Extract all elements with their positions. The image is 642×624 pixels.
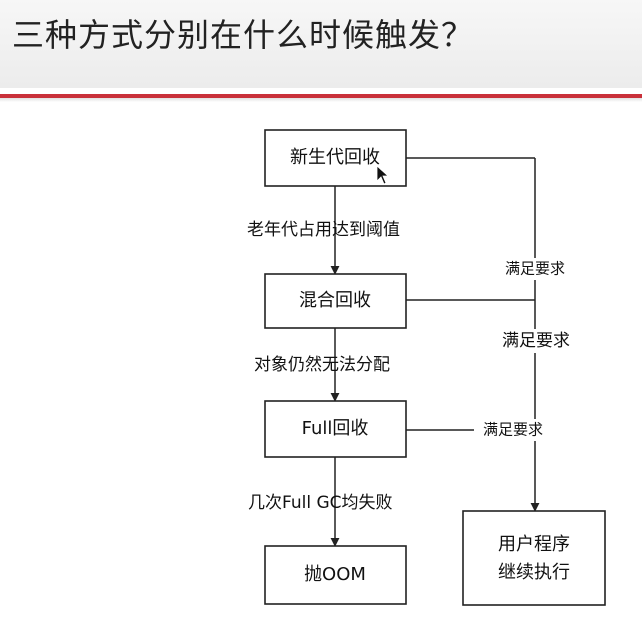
mouse-cursor-icon <box>376 165 390 185</box>
young-gc-label: 新生代回收 <box>290 147 380 168</box>
title-divider <box>0 94 642 98</box>
edge-label-full-to-oom: 几次Full GC均失败 <box>248 493 393 513</box>
label-bg-full-satisfied <box>474 419 552 441</box>
full-gc-box <box>264 400 407 458</box>
mixed-gc-label: 混合回收 <box>299 290 371 311</box>
continue-label-line1: 用户程序 <box>498 534 570 555</box>
continue-box <box>462 510 606 606</box>
edge-label-young-to-mixed: 老年代占用达到阈值 <box>247 220 400 240</box>
slide-header: 三种方式分别在什么时候触发？ <box>0 0 642 88</box>
full-gc-label: Full回收 <box>302 418 369 439</box>
page-title: 三种方式分别在什么时候触发？ <box>12 16 475 54</box>
mixed-gc-box <box>264 273 407 329</box>
label-bg-mixed-satisfied <box>492 329 580 353</box>
oom-label: 抛OOM <box>304 564 366 585</box>
edge-label-full-satisfied: 满足要求 <box>483 421 543 439</box>
edge-label-mixed-to-full: 对象仍然无法分配 <box>254 355 390 375</box>
edge-label-mixed-satisfied: 满足要求 <box>502 331 570 351</box>
label-bg-young-satisfied <box>500 258 572 280</box>
title-divider-shadow <box>0 98 642 102</box>
oom-box <box>264 545 407 605</box>
edge-label-young-satisfied: 满足要求 <box>505 260 565 278</box>
continue-label-line2: 继续执行 <box>498 562 570 583</box>
